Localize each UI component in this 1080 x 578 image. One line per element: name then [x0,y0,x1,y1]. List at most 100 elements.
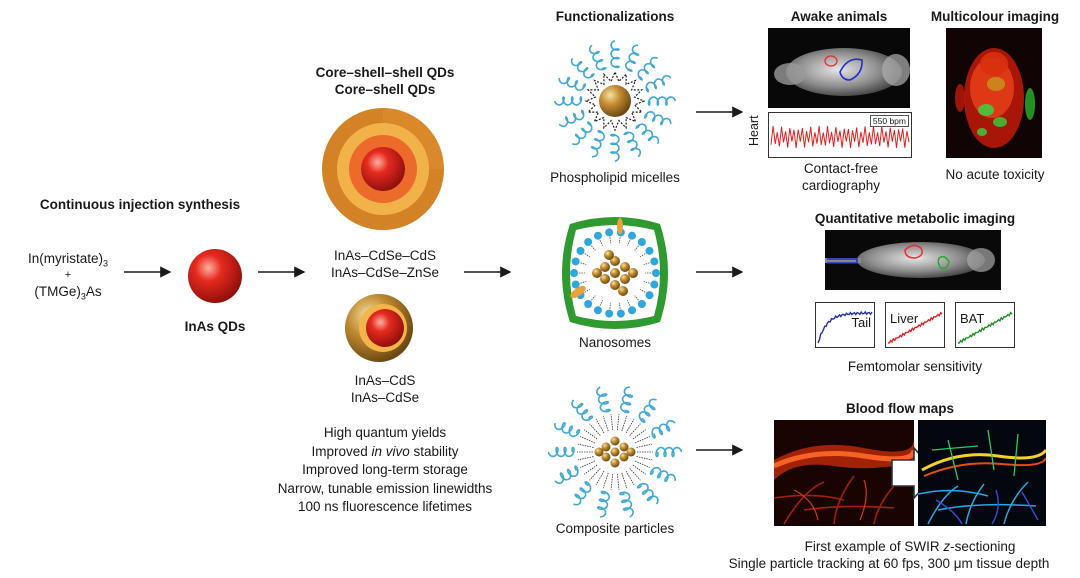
precursor-2-subscript: 3 [80,291,86,302]
uptake-curve [957,311,1013,344]
heart-axis-label: Heart [747,115,761,146]
bloodflow-raw-image [774,420,914,526]
bloodflow-velocity-map [918,420,1046,526]
composite-particle-diagram [548,386,682,518]
phospholipid-micelle-diagram [553,39,677,163]
peg-coil [588,44,607,71]
property-item: Narrow, tunable emission linewidths [277,480,493,496]
liver-roi-outline [904,244,923,259]
qd-core [599,85,631,117]
peg-coil [558,76,587,92]
qd-core [619,452,629,462]
lipid-head [645,246,654,255]
peg-coil [637,56,658,81]
awake-mouse-image [768,28,910,108]
nanosomes-label: Nanosomes [578,335,652,350]
cs-label-2: InAs–CdSe [350,390,420,405]
heartbeat-line [770,125,910,149]
peg-coil [554,421,581,438]
cs-label-1: InAs–CdS [354,373,416,388]
lipid-head [637,299,646,308]
shell-title-2: Core–shell QDs [334,82,436,97]
plus-sign: + [64,269,72,281]
peg-coil [570,58,595,79]
qd-core [601,452,611,462]
peg-coil [624,44,640,73]
qd-core [610,447,620,457]
heart-trace [770,125,910,149]
peg-coil [649,466,676,483]
lipid-head [593,306,602,315]
metabolic-plot-liver: Liver [885,302,945,348]
bloodflow-caption-2: Single particle tracking at 60 fps, 300 … [728,556,1050,571]
peg-coil [619,491,635,518]
bat-roi-outline [937,255,950,270]
multicolour-title: Multicolour imaging [930,9,1060,24]
qd-core [620,262,630,272]
lipid-head [571,280,580,289]
bpm-badge: 550 bpm [869,115,909,127]
peg-coil [619,386,634,414]
lipid-head [605,309,614,318]
qd-core [610,436,620,446]
lipid-head [637,238,646,247]
lipid-head [628,231,637,240]
core-shell-shell-cutaway [322,108,444,230]
lipid-head [616,309,625,318]
peg-coil [638,398,657,423]
lipid-head [584,238,593,247]
lipid-head [571,257,580,266]
qd-core [594,447,604,457]
synthesis-title: Continuous injection synthesis [39,197,241,212]
metabolic-caption: Femtomolar sensitivity [847,359,983,374]
peg-coil [643,110,672,126]
awake-caption-1: Contact-free [803,161,879,176]
lipid-head [652,269,660,277]
lipid-head [650,257,659,266]
qd-core [600,262,610,272]
precursor-2-text: (TMGe) [34,284,81,299]
peg-coil [573,481,592,506]
uptake-curve [887,311,943,344]
peg-coil [635,123,660,144]
peg-coil [651,419,676,439]
peg-coil [595,386,611,413]
property-item: Improved in vivo stability [250,443,520,462]
inas-core-sphere [188,249,242,303]
caption-text: -sectioning [950,539,1016,554]
qd-core [604,250,614,260]
peg-coil [554,465,579,485]
lipid-head [593,231,602,240]
peg-coil [610,39,621,69]
property-text: stability [409,443,459,459]
heart-roi-outline [824,55,838,67]
multicolour-image [946,28,1042,158]
bloodflow-title: Blood flow maps [846,401,954,416]
uptake-curve [817,310,873,344]
css-label-1: InAs–CdSe–CdS [333,248,437,263]
tail-region [825,258,861,263]
caption-italic: z [943,539,951,554]
qd-core [610,458,620,468]
peg-coil [553,95,583,106]
metabolic-plot-label: BAT [960,311,985,326]
peg-coil [590,129,606,158]
precursor-1: In(myristate)3 [18,250,118,273]
precursor-1-subscript: 3 [103,258,109,269]
lipid-head [628,306,637,315]
lipid-head [584,299,593,308]
lipid-shell [584,70,646,132]
property-item: High quantum yields [323,425,447,440]
qd-core [626,447,636,457]
property-text: Improved [311,443,372,459]
payload [617,218,623,234]
qd-core [620,274,630,284]
peg-coil [623,131,642,158]
precursor-2-tail: As [85,284,102,299]
functionalizations-title: Functionalizations [555,9,675,24]
micelles-label: Phospholipid micelles [550,170,680,185]
heart-trace-panel: 550 bpm [768,112,912,158]
property-item: Improved long-term storage [302,462,468,477]
peg-coil [596,490,611,518]
